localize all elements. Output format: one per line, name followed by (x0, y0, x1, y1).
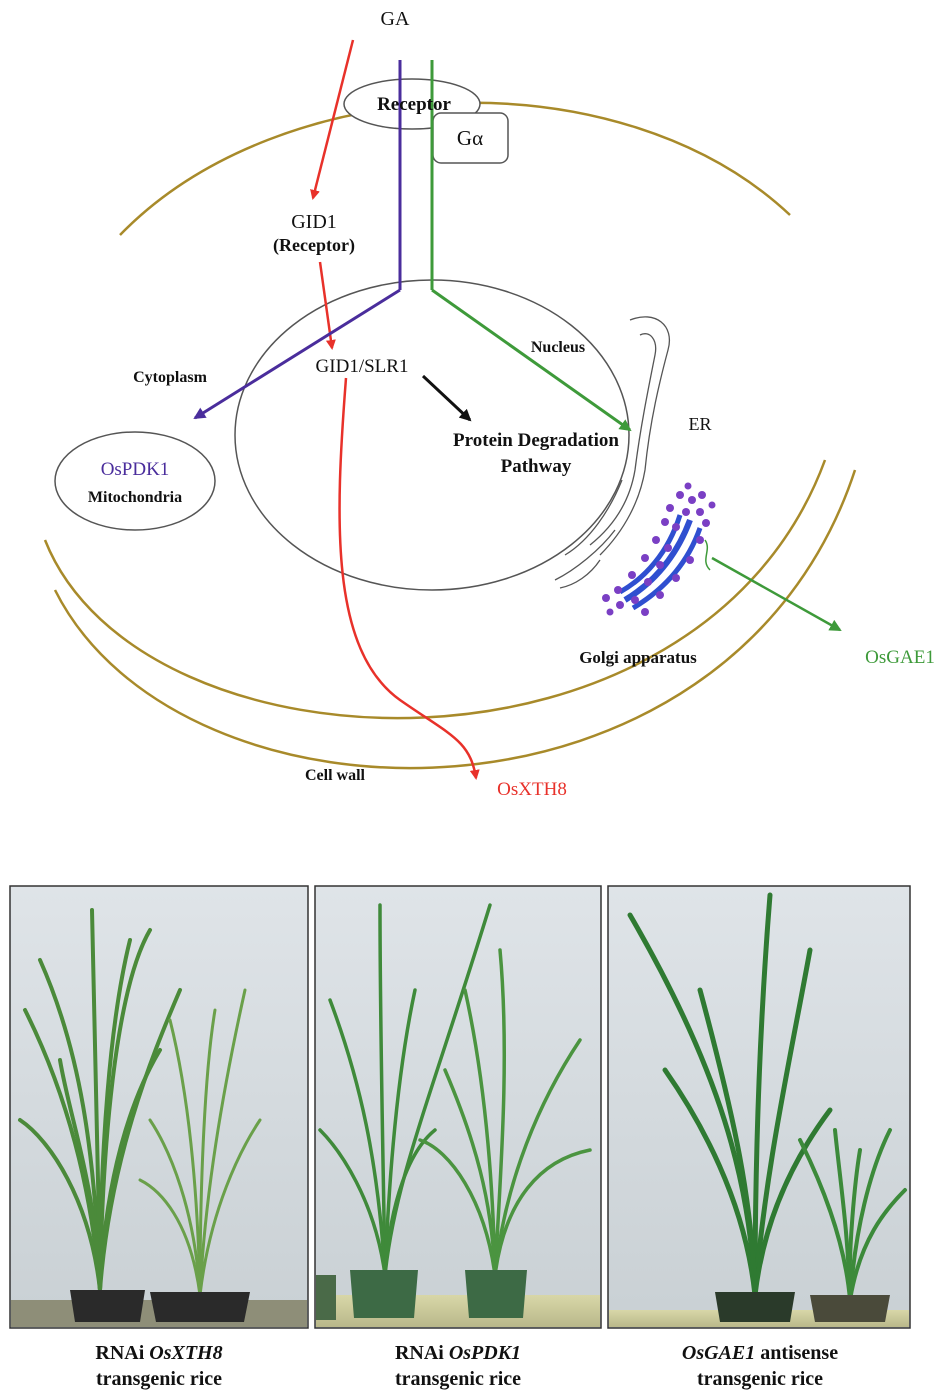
golgi-apparatus (602, 483, 716, 617)
green-arrow-golgi-to-osgae1 (712, 558, 840, 630)
gid1-slr1-label: GID1/SLR1 (316, 356, 409, 377)
photo-panel-3 (608, 886, 910, 1328)
caption-1-line2: transgenic rice (96, 1368, 222, 1390)
g-alpha-label: Gα (457, 126, 483, 150)
caption-2-line2: transgenic rice (395, 1368, 521, 1390)
caption-3-line2: transgenic rice (697, 1368, 823, 1390)
osxth8-label: OsXTH8 (497, 779, 567, 800)
blue-arrow-to-mitochondria (195, 290, 400, 418)
mitochondria-label: Mitochondria (88, 489, 182, 506)
caption-1-prefix: RNAi (95, 1342, 149, 1364)
gid1-receptor-label: (Receptor) (273, 235, 355, 256)
cell-wall-label: Cell wall (305, 767, 366, 784)
er-membrane (555, 317, 669, 588)
gid1-label: GID1 (291, 211, 337, 233)
caption-3-suffix: antisense (755, 1342, 838, 1364)
golgi-label: Golgi apparatus (579, 648, 697, 667)
nucleus-label: Nucleus (531, 339, 585, 356)
photo-panel-2 (315, 886, 601, 1328)
red-arrow-ga-to-gid1 (313, 40, 353, 198)
caption-2-prefix: RNAi (395, 1342, 449, 1364)
caption-3-gene: OsGAE1 (682, 1342, 755, 1364)
caption-2-gene: OsPDK1 (449, 1342, 521, 1364)
ospdk1-label: OsPDK1 (101, 459, 170, 480)
pathway-label: Pathway (501, 456, 572, 477)
green-arrow-to-er (432, 290, 630, 430)
photo-caption-3: OsGAE1 antisense transgenic rice (610, 1340, 910, 1392)
osgae1-label: OsGAE1 (865, 647, 935, 668)
receptor-label: Receptor (377, 94, 451, 115)
cell-wall-line (55, 470, 855, 768)
photo-caption-2: RNAi OsPDK1 transgenic rice (308, 1340, 608, 1392)
cytoplasm-label: Cytoplasm (133, 369, 207, 386)
er-label: ER (688, 414, 711, 434)
cell-diagram: GA Receptor Gα GID1 (Receptor) Cytoplasm… (45, 8, 935, 800)
photo-panel-1 (10, 886, 308, 1328)
photo-caption-1: RNAi OsXTH8 transgenic rice (9, 1340, 309, 1392)
ga-label: GA (381, 8, 410, 30)
black-arrow-to-degradation (423, 376, 470, 420)
mitochondria-outline (55, 432, 215, 530)
protein-degradation-label: Protein Degradation (453, 430, 619, 451)
caption-1-gene: OsXTH8 (149, 1342, 222, 1364)
